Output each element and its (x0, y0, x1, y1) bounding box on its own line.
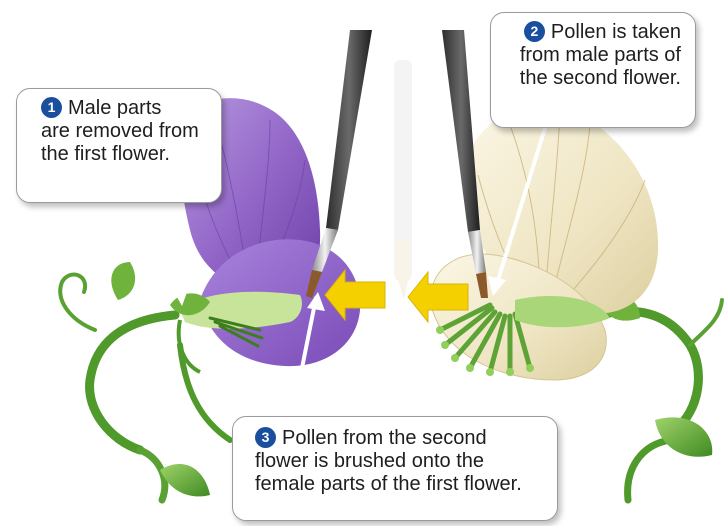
step-badge-1: 1 (41, 97, 62, 118)
callout-1-line-3: the first flower. (41, 143, 211, 166)
callout-2-line-3: the second flower. (501, 67, 681, 90)
callout-2-line-2: from male parts of (501, 44, 681, 67)
callout-1-line-2: are removed from (41, 120, 211, 143)
step-badge-2: 2 (524, 21, 545, 42)
callout-3-line-3: female parts of the first flower. (255, 473, 547, 496)
callout-3-line-2: flower is brushed onto the (255, 450, 547, 473)
ghost-paintbrush (394, 60, 412, 300)
step-badge-3: 3 (255, 427, 276, 448)
